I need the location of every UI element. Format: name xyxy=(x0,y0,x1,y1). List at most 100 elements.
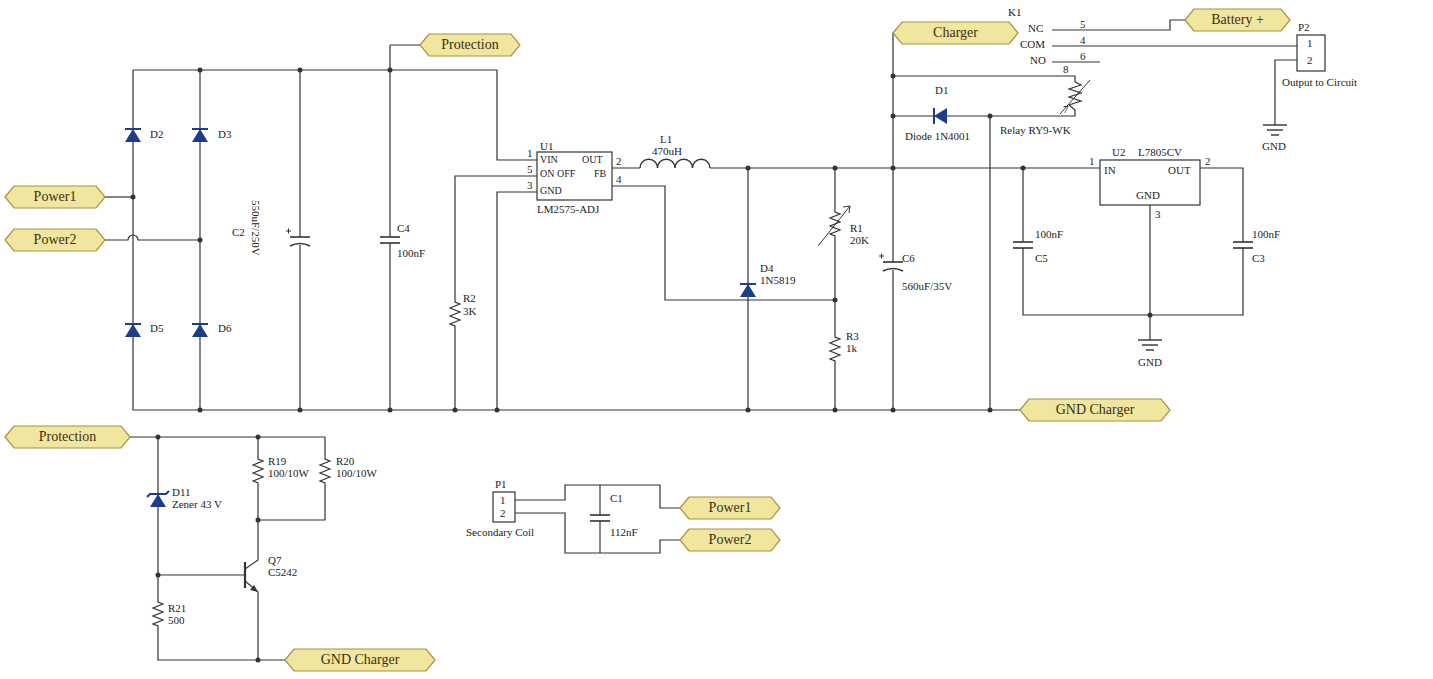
junction-dot xyxy=(156,573,161,578)
net-name: Power1 xyxy=(34,186,77,208)
component-label: L7805CV xyxy=(1138,146,1182,158)
component-label: P2 xyxy=(1298,21,1310,33)
component-label: C4 xyxy=(397,222,410,234)
component-label: C6 xyxy=(902,252,915,264)
junction-dot xyxy=(256,518,261,523)
component-label: 1 xyxy=(527,147,533,159)
wire xyxy=(105,235,200,240)
net-name: GND Charger xyxy=(1056,399,1135,421)
junction-dot xyxy=(131,68,1153,663)
ground-symbol xyxy=(1263,125,1287,135)
ic-box xyxy=(1100,160,1200,205)
component-label: U2 xyxy=(1112,146,1125,158)
component-label: K1 xyxy=(1008,6,1021,18)
net-name: Protection xyxy=(39,426,97,448)
component-label: D2 xyxy=(150,128,163,140)
component-label: Secondary Coil xyxy=(466,526,534,538)
diode-symbol xyxy=(125,108,947,337)
flag-outline xyxy=(893,22,1018,44)
net-label-flag: Battery + xyxy=(1185,9,1290,31)
resistor-symbol xyxy=(152,206,850,631)
wire xyxy=(245,581,258,660)
component-label: 20K xyxy=(850,234,869,246)
flag-outline xyxy=(285,649,435,671)
component-label: 100nF xyxy=(397,247,425,259)
junction-dot xyxy=(198,408,203,413)
wire xyxy=(133,70,537,160)
relay-coil xyxy=(1060,80,1090,114)
flag-outline xyxy=(5,186,105,208)
component-label: Zener 43 V xyxy=(172,498,222,510)
flag-outline xyxy=(680,529,780,551)
component-label: D5 xyxy=(150,322,163,334)
flag-outline xyxy=(5,229,105,251)
junction-dot xyxy=(131,195,136,200)
component-label: R2 xyxy=(463,292,476,304)
resistor-symbol xyxy=(818,206,850,246)
diode-symbol xyxy=(125,324,141,337)
component-label: COM xyxy=(1020,38,1045,50)
capacitor-symbol xyxy=(879,254,904,272)
net-label-flag: Protection xyxy=(420,34,520,56)
component-label: 550uF/250V xyxy=(250,200,262,256)
wire xyxy=(892,33,893,410)
component-label: 500 xyxy=(168,614,185,626)
component-label: 7 xyxy=(1063,103,1069,115)
component-label: 1N5819 xyxy=(760,274,795,286)
junction-dot xyxy=(298,408,303,413)
component-label: OFF xyxy=(557,168,575,180)
component-label: LM2575-ADJ xyxy=(537,203,599,215)
capacitor-symbol xyxy=(379,237,401,243)
relay-coil xyxy=(1068,82,1082,110)
component-label: VIN xyxy=(540,154,558,166)
wire xyxy=(1275,60,1297,125)
component-label: R3 xyxy=(846,330,859,342)
wire xyxy=(497,192,537,410)
component-label: C1 xyxy=(610,492,623,504)
component-label: 3K xyxy=(463,305,476,317)
capacitor-symbol xyxy=(286,229,311,247)
wire xyxy=(158,437,285,660)
resistor-symbol xyxy=(829,334,841,366)
net-name: Battery + xyxy=(1211,9,1264,31)
net-name: Power1 xyxy=(709,497,752,519)
component-label: NC xyxy=(1028,22,1043,34)
flag-outline xyxy=(1185,9,1290,31)
component-label: R19 xyxy=(268,455,286,467)
wire xyxy=(1052,45,1297,46)
capacitor-symbol xyxy=(286,229,1254,522)
component-label: 5 xyxy=(527,163,533,175)
relay-coil xyxy=(1060,80,1090,114)
net-name: Power2 xyxy=(709,529,752,551)
component-label: 1k xyxy=(846,342,857,354)
flag-outline xyxy=(1020,399,1170,421)
component-label: D11 xyxy=(172,486,191,498)
ic-box xyxy=(537,152,612,200)
diode-symbol xyxy=(192,129,208,142)
resistor-symbol xyxy=(319,456,331,488)
junction-dot xyxy=(746,408,751,413)
component-label: 100nF xyxy=(1252,228,1280,240)
wire xyxy=(834,168,835,410)
component-label: GND xyxy=(1138,356,1162,368)
junction-dot xyxy=(891,408,896,413)
junction-dot xyxy=(746,166,751,171)
component-label: 2 xyxy=(1205,155,1211,167)
junction-dot xyxy=(1021,166,1026,171)
wire xyxy=(158,574,245,575)
net-label-flag: Protection xyxy=(5,426,130,448)
component-label: 5 xyxy=(1080,18,1086,30)
ground-symbol xyxy=(1138,340,1162,350)
component-label: GND xyxy=(1136,189,1160,201)
component-label: D4 xyxy=(760,262,773,274)
component-label: D6 xyxy=(218,322,231,334)
component-label: IN xyxy=(1104,164,1116,176)
diode-symbol xyxy=(934,108,947,124)
wire xyxy=(455,176,537,410)
relay-coil xyxy=(1069,82,1081,110)
net-label-flag: Power2 xyxy=(680,529,780,551)
component-label: U1 xyxy=(540,140,553,152)
component-label: D1 xyxy=(935,84,948,96)
diode-symbol xyxy=(125,129,141,142)
